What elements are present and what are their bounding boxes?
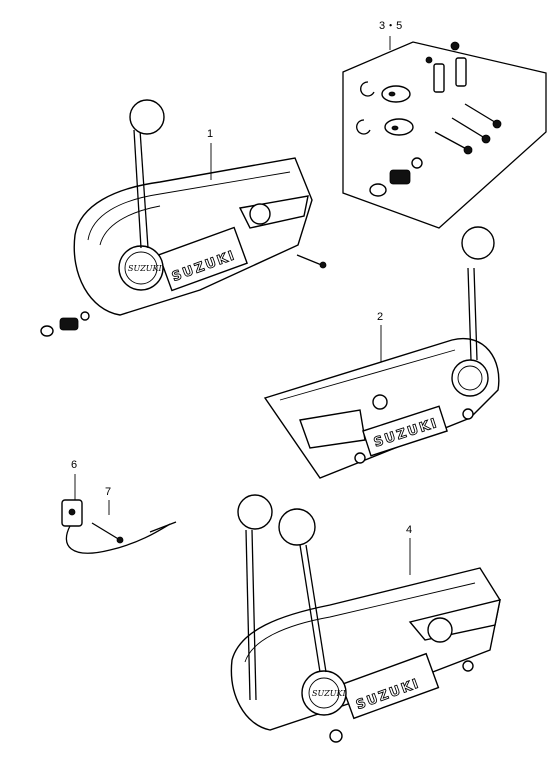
remote-control-box-2: SUZUKI	[263, 226, 500, 479]
hub-label-4: SUZUKI	[312, 689, 347, 698]
lever-knob-icon-4b	[278, 508, 316, 546]
lever-knob-icon-4a	[237, 494, 273, 530]
hub-label: SUZUKI	[128, 264, 163, 273]
remote-control-box-4: SUZUKI SUZUKI	[230, 494, 501, 743]
callout-1: 1	[207, 128, 213, 140]
callout-7: 7	[105, 486, 111, 498]
lever-knob-icon-2	[461, 226, 495, 260]
callout-2: 2	[377, 311, 383, 323]
switch-harness	[61, 474, 177, 554]
lever-knob-icon	[129, 99, 165, 135]
remote-control-box-1: SUZUKI SUZUKI	[40, 99, 327, 337]
callout-4: 4	[406, 524, 412, 536]
hardware-kit-box	[342, 36, 547, 229]
snap-ring-icon	[360, 81, 375, 97]
callout-6: 6	[71, 459, 77, 471]
callout-3-5: 3・5	[379, 20, 402, 32]
